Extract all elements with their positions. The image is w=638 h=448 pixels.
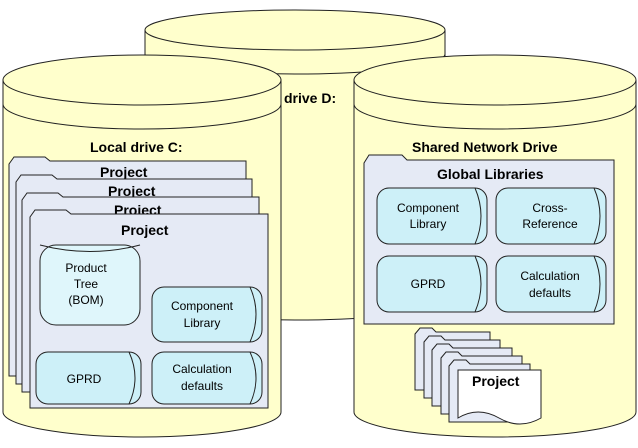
project-folder-back-2-label: Project — [108, 183, 156, 199]
global-calculation-defaults-label-1: Calculation — [520, 269, 579, 283]
product-tree-label-3: (BOM) — [68, 293, 103, 307]
gprd-label: GPRD — [67, 372, 102, 386]
gprd-item — [35, 351, 142, 405]
shared-drive-label: Shared Network Drive — [412, 139, 558, 155]
global-component-library-item — [376, 187, 488, 245]
calculation-defaults-label-1: Calculation — [172, 362, 231, 376]
cross-reference-label-1: Cross- — [532, 201, 567, 215]
global-component-library-label-2: Library — [410, 217, 447, 231]
global-libraries-label: Global Libraries — [437, 166, 544, 182]
calculation-defaults-item — [151, 351, 263, 405]
global-gprd-item — [376, 255, 488, 313]
component-library-item — [151, 286, 263, 343]
global-calculation-defaults-label-2: defaults — [529, 286, 571, 300]
project-folder-front-label: Project — [121, 222, 169, 238]
product-tree-label-2: Tree — [74, 277, 99, 291]
component-library-label-2: Library — [184, 316, 221, 330]
calculation-defaults-label-2: defaults — [181, 379, 223, 393]
global-calculation-defaults-item — [495, 255, 607, 313]
global-component-library-label-1: Component — [397, 201, 460, 215]
cross-reference-label-2: Reference — [522, 217, 578, 231]
cross-reference-item — [495, 187, 607, 245]
shared-project-document — [457, 369, 542, 425]
component-library-label-1: Component — [171, 299, 234, 313]
product-tree-item — [39, 244, 141, 326]
drive-d-label: drive D: — [284, 90, 336, 106]
product-tree-label-1: Product — [65, 261, 107, 275]
global-gprd-label: GPRD — [411, 277, 446, 291]
shared-project-label: Project — [472, 373, 520, 389]
project-folder-back-1-label: Project — [100, 164, 148, 180]
local-drive-label: Local drive C: — [90, 139, 183, 155]
